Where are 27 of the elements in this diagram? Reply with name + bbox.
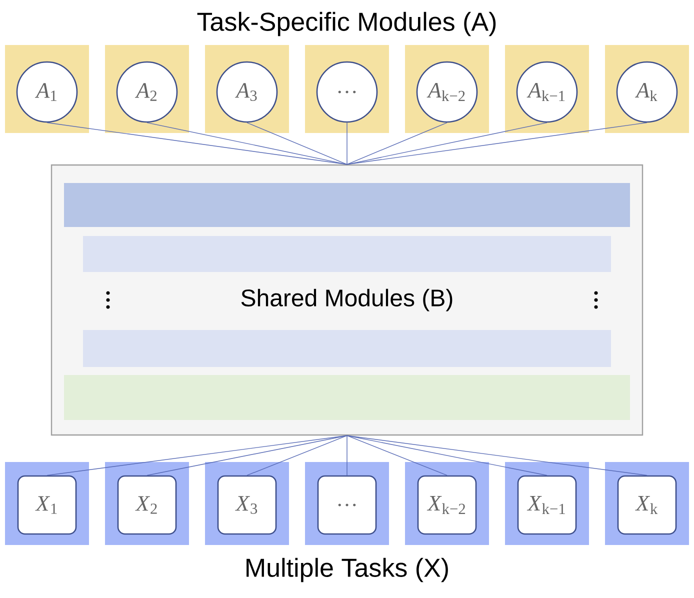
- layer-band: [64, 375, 630, 420]
- task-box: …: [317, 475, 377, 535]
- task-box: X$_{k−2}$: [417, 475, 477, 535]
- task-box: X$_{2}$: [117, 475, 177, 535]
- caption: Multiple Tasks (X): [246, 558, 448, 582]
- connector-line: [246, 122, 348, 165]
- connector-line: [346, 435, 448, 476]
- connector-line: [346, 435, 648, 476]
- connector-line: [46, 122, 348, 165]
- layer-band: [83, 236, 611, 272]
- connector-line: [46, 435, 348, 476]
- layer-band: [83, 330, 611, 367]
- connector-line: [346, 122, 648, 165]
- task-box: X$_{1}$: [17, 475, 77, 535]
- title: Task-Specific Modules (A): [197, 12, 496, 36]
- connector-line: [346, 435, 548, 476]
- connector-line: [346, 122, 548, 165]
- connector-line: [346, 435, 348, 476]
- connector-line: [346, 122, 348, 165]
- connector-line: [146, 435, 348, 476]
- task-box: X$_{k}$: [617, 475, 677, 535]
- layer-band: [64, 183, 630, 227]
- connector-line: [246, 435, 348, 476]
- task-box: X$_{k−1}$: [517, 475, 577, 535]
- connector-line: [146, 122, 348, 165]
- connector-line: [346, 122, 448, 165]
- task-box: X$_{3}$: [217, 475, 277, 535]
